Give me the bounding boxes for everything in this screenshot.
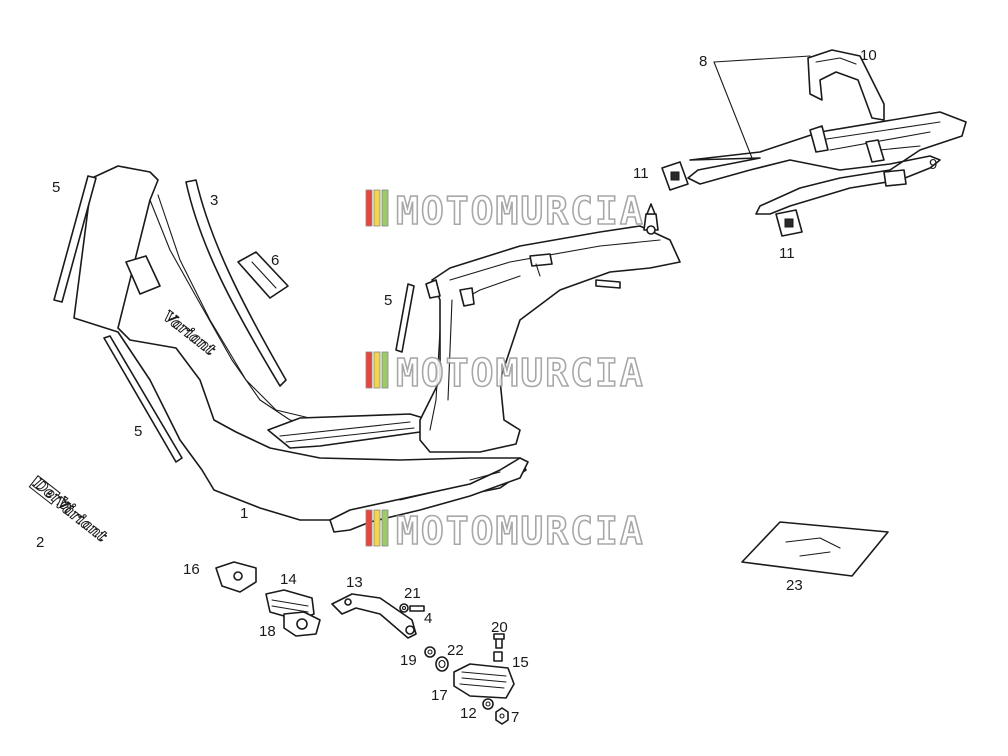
label-1: 1 (240, 505, 248, 522)
footpeg-arm-part-13 (331, 593, 417, 639)
small-cover-part-6 (237, 251, 289, 299)
part-labels: 1 2 3 4 5 5 5 6 7 8 9 10 11 11 12 13 14 … (36, 47, 937, 726)
nut-part-7 (495, 707, 509, 725)
label-18: 18 (259, 623, 276, 640)
side-trim-part-3 (185, 179, 287, 387)
label-20: 20 (491, 619, 508, 636)
watermark-bar-green (381, 509, 389, 547)
watermark-bar-yellow (373, 189, 381, 227)
label-21: 21 (404, 585, 421, 602)
label-16: 16 (183, 561, 200, 578)
watermark-bar-green (381, 189, 389, 227)
rear-carrier-part-9 (687, 111, 967, 215)
label-11a: 11 (633, 165, 649, 182)
washer-part-21 (399, 603, 409, 613)
label-7: 7 (511, 709, 519, 726)
washer-part-12 (482, 698, 494, 710)
label-17: 17 (431, 687, 448, 704)
label-5b: 5 (134, 423, 142, 440)
label-9: 9 (929, 156, 937, 173)
label-22: 22 (447, 642, 464, 659)
watermark-text: MOTOMURCIA (396, 351, 645, 395)
watermark-middle: MOTOMURCIA (365, 350, 645, 396)
watermark-bar-yellow (373, 351, 381, 389)
rubber-pad-part-11b (775, 209, 803, 237)
label-23: 23 (786, 577, 803, 594)
rubber-strip-5b (103, 335, 183, 463)
washer-part-19 (424, 646, 436, 658)
label-4: 4 (424, 610, 432, 627)
label-6: 6 (271, 252, 279, 269)
watermark-bar-green (381, 351, 389, 389)
watermark-bar-red (365, 351, 373, 389)
label-14: 14 (280, 571, 297, 588)
watermark-text: MOTOMURCIA (396, 509, 645, 553)
footpeg-part-17 (453, 663, 515, 699)
watermark-bar-red (365, 189, 373, 227)
grab-handle-part-10 (807, 49, 885, 121)
label-8: 8 (699, 53, 707, 70)
emblem-model: Variant (51, 493, 110, 545)
watermark-text: MOTOMURCIA (396, 189, 645, 233)
bushing-part-22 (435, 656, 449, 672)
bolt-part-20 (493, 633, 505, 649)
label-19: 19 (400, 652, 417, 669)
watermark-bar-red (365, 509, 373, 547)
spacer-part-15 (493, 651, 503, 662)
label-15: 15 (512, 654, 529, 671)
watermark-top: MOTOMURCIA (365, 188, 645, 234)
leader-lines-part-8 (713, 55, 811, 159)
label-3: 3 (210, 192, 218, 209)
label-10: 10 (860, 47, 877, 64)
label-2: 2 (36, 534, 44, 551)
watermark-bottom: MOTOMURCIA (365, 508, 645, 554)
rubber-strip-5c (395, 283, 415, 353)
bolt-part-4 (409, 605, 425, 612)
watermark-bar-yellow (373, 509, 381, 547)
label-5a: 5 (52, 179, 60, 196)
rubber-strip-5a (53, 175, 97, 303)
bracket-part-16 (215, 561, 257, 593)
label-5c: 5 (384, 292, 392, 309)
sheet-part-23 (741, 521, 889, 577)
label-11b: 11 (779, 245, 795, 262)
footpeg-mount-part-18 (283, 611, 321, 637)
label-12: 12 (460, 705, 477, 722)
rubber-pad-part-11a (661, 161, 689, 191)
label-13: 13 (346, 574, 363, 591)
